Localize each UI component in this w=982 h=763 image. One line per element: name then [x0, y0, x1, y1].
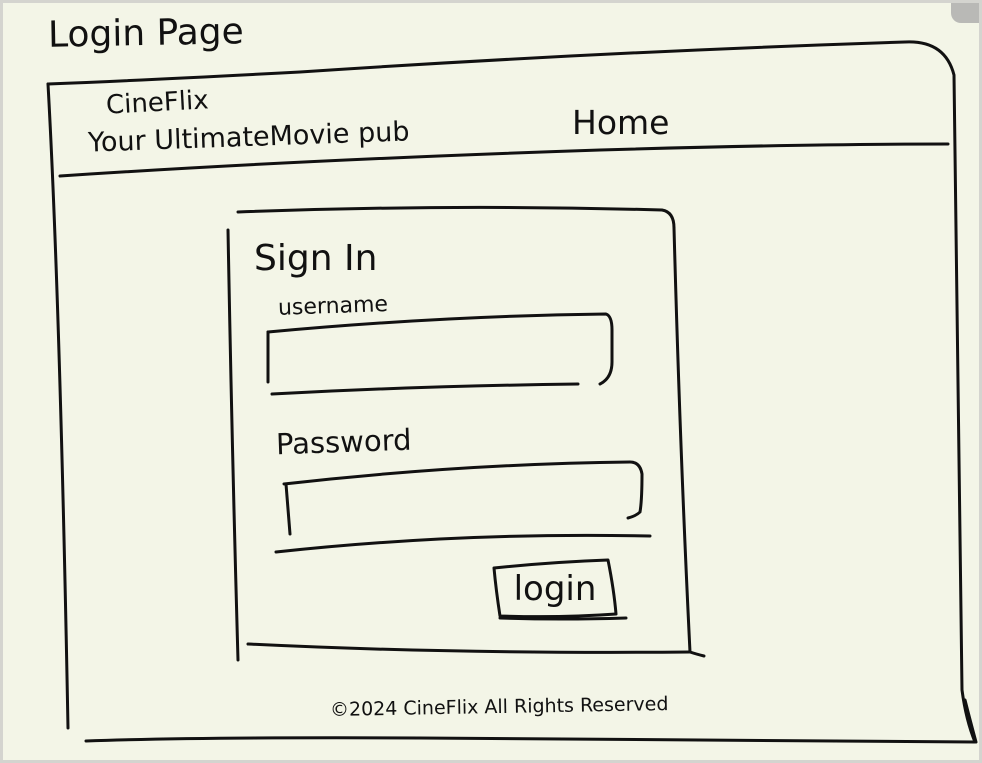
login-card-right [672, 226, 706, 658]
corner-tab [951, 3, 979, 23]
sign-in-title: Sign In [254, 238, 378, 279]
login-button[interactable]: login [496, 562, 614, 616]
login-card-left [226, 228, 240, 662]
brand-name[interactable]: CineFlix [105, 85, 210, 121]
page-caption: Login Page [47, 11, 245, 56]
username-label: username [277, 292, 389, 321]
password-input[interactable] [290, 470, 636, 522]
login-button-outline [492, 558, 618, 619]
username-box-bottom [270, 382, 580, 396]
login-card-top [236, 205, 676, 230]
login-button-underline [498, 616, 628, 621]
password-label: Password [275, 422, 413, 462]
password-box-bottom [274, 533, 652, 554]
header-divider [58, 142, 950, 178]
login-card-bottom [246, 642, 692, 654]
frame-bottom-right-flick [963, 698, 978, 744]
nav-home-link[interactable]: Home [572, 103, 670, 142]
frame-left-edge [46, 82, 70, 730]
frame-outline [46, 40, 977, 744]
username-input[interactable] [272, 322, 607, 380]
password-box-left [284, 482, 292, 536]
